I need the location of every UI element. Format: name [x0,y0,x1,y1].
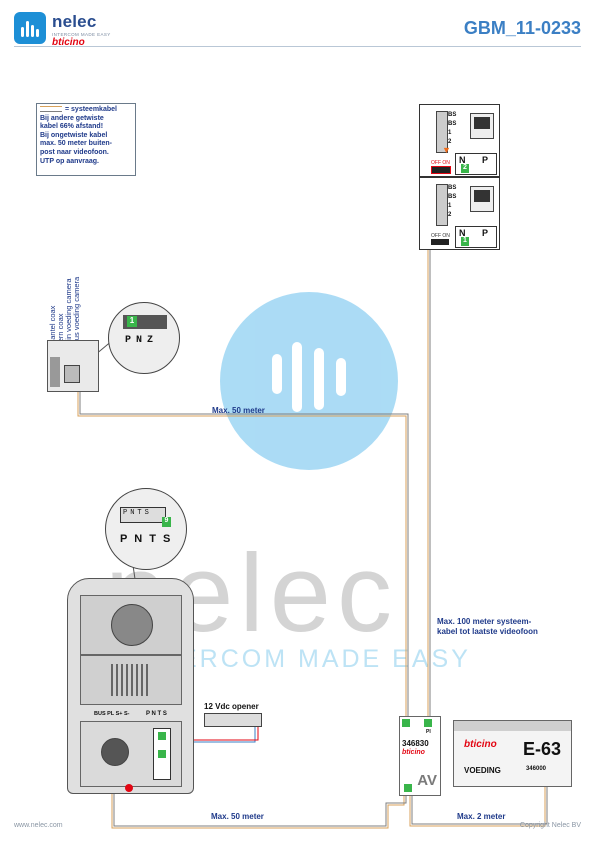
dip-switch-icon [431,166,451,174]
led-icon [125,784,133,792]
av-module: PI 346830 bticino AV [399,716,441,796]
panel-bus-terminals: BUS PL S+ S- [94,711,130,717]
door-opener [204,713,262,727]
cable-panel-av [111,725,407,829]
power-supply: bticino E-63 VOEDING 346000 [453,720,572,787]
dip-switch-label: OFF ON [431,233,450,239]
legend-line: UTP op aanvraag. [40,157,100,165]
legend-line: Bij andere getwiste [40,114,104,122]
panel-pnts-terminals: P N T S [146,711,167,717]
panel-zoom-strip: PNTS [120,507,166,523]
psu-brand: bticino [464,739,497,750]
header-divider [14,46,581,47]
speaker-module [80,655,182,705]
zoom-terminals: PNZ [125,335,158,346]
nelec-logo: nelec INTERCOM MADE EASY bticino [14,12,124,48]
zoom-terminal-z: Z [147,335,159,346]
psu-model: E-63 [522,739,561,759]
watermark-circle [220,292,398,470]
footer-website: www.nelec.com [14,822,63,829]
camera-zoom-circle: 1 PNZ [108,302,180,374]
av-terminal-left [402,719,410,727]
zoom-terminal-p: P [125,335,137,346]
av-label: AV [417,772,437,789]
legend-box: = systeemkabel Bij andere getwiste kabel… [36,103,136,176]
av-brand: bticino [402,749,425,756]
cable-label-camera: Max. 50 meter [212,406,265,415]
brand-tagline: INTERCOM MADE EASY [52,32,111,37]
camera-module-area [80,595,182,655]
cable-camera-monitor [77,392,409,716]
panel-zoom-badge: 9 [162,517,171,527]
legend-line: max. 50 meter buiten- [40,140,112,148]
camera-lens-icon [111,604,153,646]
av-top-label: PI [426,729,431,735]
nelec-logo-icon [14,12,46,44]
monitor-terminal-block [436,111,448,153]
monitor-address-badge: 2 [461,164,469,173]
zoom-terminal-n: N [136,335,148,346]
cable-label-max-100: Max. 100 meter systeem- kabel tot laatst… [437,617,538,636]
monitor-np-block: N P 2 [455,153,497,175]
psu-label: VOEDING [464,766,501,775]
monitor-np-block: N P 1 [455,226,497,248]
connector-block [153,728,171,780]
av-code: 346830 [402,739,429,748]
panel-zoom-circle: PNTS 9 P N T S [105,488,187,570]
monitor-address-badge: 1 [461,237,469,246]
bticino-logo: bticino [52,37,85,48]
door-panel: BUS PL S+ S- P N T S [67,578,194,794]
legend-line: Bij ongetwiste kabel [40,131,108,139]
av-terminal-right [424,719,432,727]
opener-label: 12 Vdc opener [204,702,259,711]
camera-module [47,340,99,392]
monitor-terminal-block [436,184,448,226]
psu-code: 346000 [525,766,546,772]
dip-switch-label: OFF ON [431,160,450,166]
camera-terminal-block [64,365,80,383]
psu-top-strip [454,721,571,731]
call-button-icon[interactable] [101,738,129,766]
cable-av-psu [409,786,548,827]
legend-line: post naar videofoon. [40,148,109,156]
brand-name: nelec [52,12,97,31]
legend-title: = systeemkabel [65,106,117,113]
watermark-tagline: ERCOM MADE EASY [180,645,471,673]
monitor-screen-icon [470,113,494,139]
zoom-terminal-strip: 1 [123,315,167,329]
cable-label-av-psu: Max. 2 meter [457,812,506,821]
av-terminal-bottom [404,784,412,792]
cable-monitor-riser [427,248,431,716]
footer-copyright: Copyright Nelec BV [519,822,581,829]
cable-legend-icon [40,106,62,113]
zoom-number-badge: 1 [127,316,137,327]
legend-line: kabel 66% afstand! [40,123,104,131]
document-title: GBM_11-0233 [463,18,581,38]
camera-label-plus: plus voeding camera [72,276,81,346]
push-button-module [80,721,182,787]
camera-connector-icon [50,357,60,387]
cable-label-panel-av: Max. 50 meter [211,812,264,821]
speaker-grille-icon [111,664,151,696]
monitor-screen-icon [470,186,494,212]
dip-switch-icon [431,239,449,245]
panel-zoom-pnts: P N T S [120,533,173,545]
arrow-down-icon: ▼ [442,145,451,155]
